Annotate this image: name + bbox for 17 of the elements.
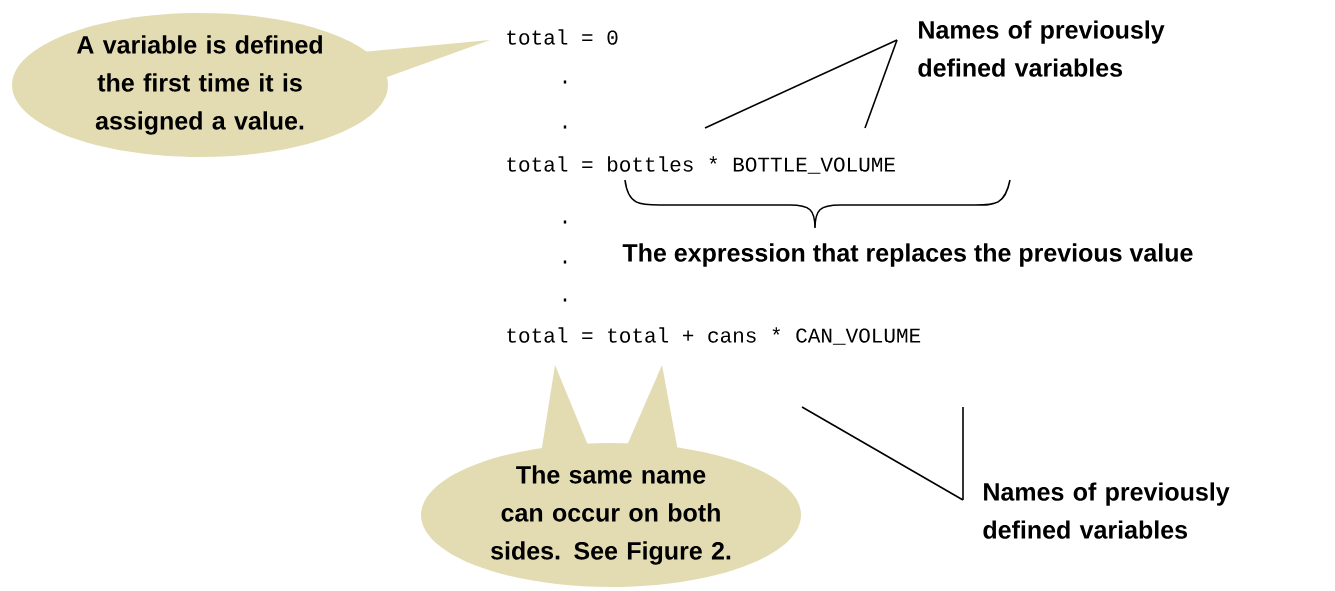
caption-text: The expression that replaces the previous value bbox=[622, 243, 1193, 267]
leader-line bbox=[962, 406, 964, 501]
ellipsis-dot: . bbox=[563, 80, 567, 84]
code-line: total = bottles * BOTTLE_VOLUME bbox=[507, 156, 895, 174]
code-line: total = 0 bbox=[507, 29, 618, 45]
speech-bubble: The same name can occur on both sides. See Figure 2. bbox=[421, 365, 801, 587]
leader-line bbox=[801, 406, 964, 501]
ellipsis-dot: . bbox=[563, 260, 567, 264]
ellipsis-dot: . bbox=[563, 125, 567, 129]
speech-bubble: A variable is defined the first time it is assigned a value. bbox=[12, 13, 490, 157]
leader-line bbox=[864, 39, 898, 129]
ellipsis-dot: . bbox=[563, 220, 567, 224]
annotation-text: Names of previously defined variables bbox=[983, 482, 1230, 539]
ellipsis-dot: . bbox=[563, 298, 567, 302]
annotation-text: Names of previously defined variables bbox=[918, 20, 1165, 77]
leader-line bbox=[704, 39, 898, 129]
code-line: total = total + cans * CAN_VOLUME bbox=[507, 327, 921, 345]
